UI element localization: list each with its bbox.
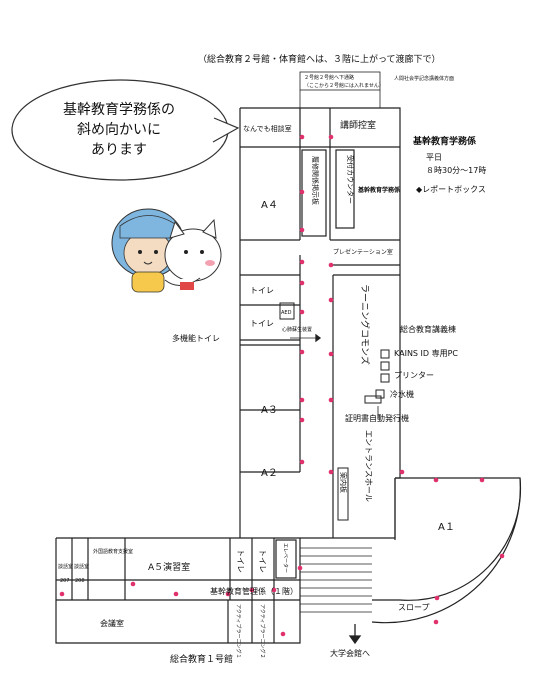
admin-office: 基幹教育管理係（１階）: [210, 586, 298, 596]
slope-label: スロープ: [398, 603, 430, 612]
mascot-illustration: [111, 208, 222, 293]
corridor-sub: （ここから２号館には入れません）: [304, 82, 384, 89]
room-learning-commons: ラーニングコモンズ: [359, 284, 371, 365]
room-a1: A１: [438, 522, 455, 533]
top-corridor: [299, 71, 381, 108]
room-toilet2: トイレ: [250, 319, 274, 328]
room-207: 207: [60, 578, 70, 584]
room-active1: アクティブラーニング１: [235, 604, 242, 658]
small-room-1: 談話室: [58, 563, 73, 570]
bubble-line-1: 基幹教育学務係の: [63, 102, 175, 118]
office-hours-time: ８時30分～17時: [426, 166, 486, 175]
room-a5: A５演習室: [148, 561, 190, 573]
bubble-text: 基幹教育学務係の 斜め向かいに あります: [34, 100, 204, 160]
room-academic-office: 基幹教育学務係: [357, 186, 400, 194]
printer-label: プリンター: [394, 371, 434, 380]
bubble-line-3: あります: [91, 142, 147, 158]
right-top-note: 人間社会学記念講義体方面: [394, 75, 454, 82]
aed-sub: 心肺蘇生装置: [282, 326, 312, 333]
building-1-label: 総合教育１号館: [170, 653, 233, 665]
water-label: 冷水機: [390, 389, 414, 399]
entrance-hall: エントランスホール: [364, 430, 373, 502]
arrows: [290, 333, 379, 645]
kains-label: KAINS ID 専用PC: [394, 348, 458, 358]
room-208: 208: [75, 578, 85, 584]
room-toilet4: トイレ: [258, 549, 267, 573]
room-toilet3: トイレ: [236, 549, 245, 573]
a1-hall-outline: [371, 477, 522, 624]
top-note: （総合教育２号館・体育館へは、３階に上がって渡廊下で）: [198, 53, 441, 65]
toilet-blocks: [279, 302, 295, 320]
report-box: ◆レポートボックス: [416, 185, 486, 194]
multi-toilet-label: 多機能トイレ: [172, 333, 220, 343]
guide-board: 案内板: [339, 472, 348, 493]
office-title: 基幹教育学務係: [412, 135, 476, 147]
cert-label: 証明書自動発行機: [345, 413, 409, 423]
to-hall-label: 大学会館へ: [330, 648, 370, 658]
elevator: エレベーター: [282, 543, 289, 573]
room-presentation: プレゼンテーション室: [333, 248, 393, 256]
room-lang: 外国語教育支援室: [93, 548, 133, 555]
room-a2: A２: [261, 468, 278, 479]
speech-bubble: [11, 79, 240, 181]
corridor-label: ２号館２号館へ下通路: [304, 74, 354, 81]
room-consult: なんでも相談室: [243, 124, 292, 133]
room-lecture-prep: 講師控室: [340, 119, 376, 131]
room-a4: A４: [261, 200, 278, 211]
lecture-bldg-label: 総合教育講義棟: [400, 324, 456, 334]
room-bulletin: 履修関係掲示板: [311, 156, 320, 205]
office-hours-day: 平日: [426, 153, 442, 162]
room-active2: アクティブラーニング２: [259, 604, 266, 658]
room-meeting: 会議室: [100, 618, 124, 628]
room-toilet1: トイレ: [250, 286, 274, 295]
bubble-line-2: 斜め向かいに: [77, 122, 161, 138]
aed-label: AED: [281, 310, 292, 316]
small-room-2: 談話室: [74, 563, 89, 570]
door-markers: [59, 134, 505, 637]
room-a3: A３: [261, 405, 278, 416]
devices: [337, 349, 390, 521]
stairs: [299, 547, 372, 613]
room-reception: 受付カウンター: [346, 155, 355, 204]
